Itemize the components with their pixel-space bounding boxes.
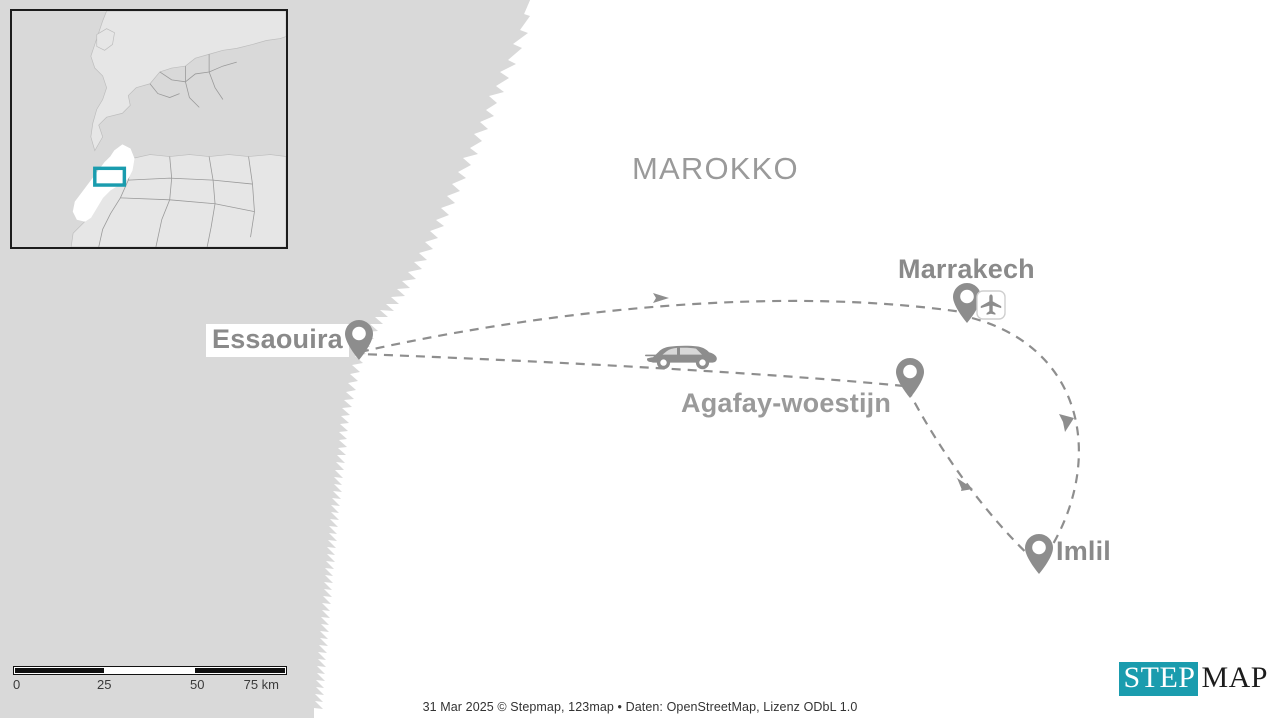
map-pin-imlil[interactable] <box>1024 533 1054 580</box>
route-agafay-essaouira <box>359 352 905 388</box>
scale-tick-75: 75 km <box>243 677 279 692</box>
place-label-agafay-woestijn[interactable]: Agafay-woestijn <box>681 388 892 418</box>
map-pin-icon <box>1025 534 1053 574</box>
scale-bar-ticks: 0 25 50 75 km <box>13 677 287 693</box>
scale-tick-50: 50 <box>190 677 205 692</box>
map-pin-agafay-woestijn[interactable] <box>895 357 925 404</box>
map-pin-icon <box>953 283 981 323</box>
route-arrow-south <box>1059 414 1074 432</box>
airport-icon-marrakech[interactable] <box>976 290 1006 325</box>
place-label-marrakech[interactable]: Marrakech <box>898 254 1035 284</box>
scale-tick-0: 0 <box>13 677 21 692</box>
place-label-essaouira[interactable]: Essaouira <box>206 324 349 357</box>
coastline-detail <box>300 0 530 718</box>
inset-extent-box <box>93 166 127 187</box>
scale-bar: 0 25 50 75 km <box>13 666 287 693</box>
car-icon-route[interactable] <box>645 340 719 379</box>
stepmap-logo-step: STEP <box>1119 662 1199 696</box>
inset-borders <box>98 54 255 247</box>
scale-bar-segment-1 <box>15 668 104 673</box>
country-label: MAROKKO <box>632 151 799 186</box>
map-pin-essaouira[interactable] <box>344 319 374 366</box>
locator-inset-map[interactable] <box>10 9 288 249</box>
car-icon <box>645 345 717 370</box>
airplane-icon <box>976 290 1006 320</box>
route-arrow-northwest-b <box>955 477 973 491</box>
scale-bar-track <box>13 666 287 675</box>
route-marrakech-imlil <box>971 316 1080 561</box>
route-arrow-east <box>653 293 669 303</box>
map-pin-icon <box>345 320 373 360</box>
scale-bar-segment-2 <box>195 668 285 673</box>
attribution-text: 31 Mar 2025 © Stepmap, 123map • Daten: O… <box>422 700 858 714</box>
route-essaouira-marrakech <box>359 299 963 354</box>
stepmap-logo[interactable]: STEP MAP <box>1119 662 1270 696</box>
map-pin-icon <box>896 358 924 398</box>
place-label-imlil[interactable]: Imlil <box>1056 536 1112 566</box>
scale-tick-25: 25 <box>97 677 112 692</box>
stepmap-logo-map: MAP <box>1201 661 1268 694</box>
locator-inset-canvas <box>12 11 286 247</box>
map-pin-marrakech[interactable] <box>952 282 982 329</box>
